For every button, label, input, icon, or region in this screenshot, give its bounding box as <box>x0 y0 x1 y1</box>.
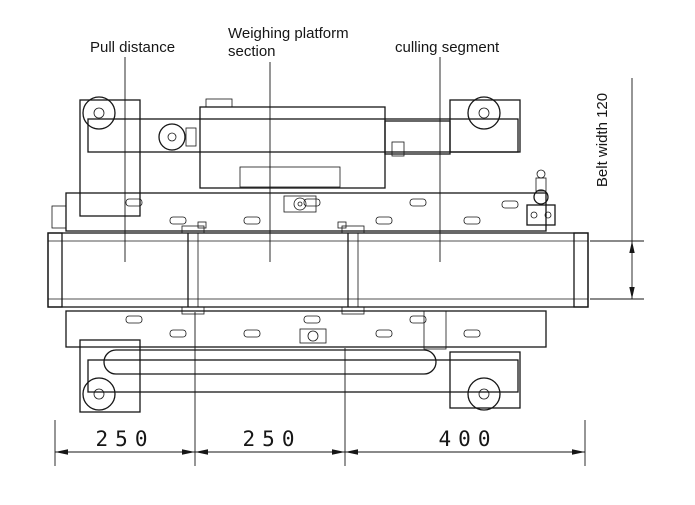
ejector-valve <box>533 189 549 205</box>
dimension-arrow <box>629 287 635 299</box>
right-top-roller-hole <box>478 107 490 119</box>
conveyor-belt <box>47 225 589 315</box>
annotations: Pull distance Weighing platform section … <box>90 25 500 262</box>
pull-distance-dimension-value: 250 <box>96 427 155 451</box>
ejector-port <box>530 211 538 219</box>
motor-flange <box>185 127 197 147</box>
bottom-dimensions: 250 250 400 <box>54 312 586 466</box>
right-housing-detail <box>391 141 405 157</box>
belt-width-label: Belt width 120 <box>594 93 611 187</box>
belt-right-cap <box>573 232 589 308</box>
top-assembly <box>79 96 521 217</box>
weighing-platform-label-line1: Weighing platform <box>228 25 349 42</box>
top-beam <box>87 118 519 153</box>
slot <box>463 216 481 225</box>
drive-motor <box>158 123 186 151</box>
load-cell-gear <box>293 197 307 211</box>
belt-width-dimension: Belt width 120 <box>590 78 644 300</box>
lower-gear <box>307 330 319 342</box>
left-bearing-plate <box>79 99 141 217</box>
frame-clip <box>197 221 207 229</box>
weighing-platform-label-line2: section <box>228 43 276 60</box>
lower-gearbox <box>299 328 327 344</box>
slot <box>243 216 261 225</box>
drive-motor-shaft <box>167 132 177 142</box>
right-bottom-roller <box>467 377 501 411</box>
bottom-beam <box>87 359 519 393</box>
left-top-roller-hole <box>93 107 105 119</box>
culling-segment-dimension-value: 400 <box>439 427 498 451</box>
load-cell-box <box>283 195 317 213</box>
dimension-arrow <box>332 449 345 455</box>
housing-window <box>239 166 341 188</box>
pull-distance-label: Pull distance <box>90 39 175 56</box>
ejector-stem <box>535 177 547 192</box>
right-bottom-roller-hole <box>478 388 490 400</box>
mid-frame-left-bracket <box>51 205 67 229</box>
slot <box>169 329 187 338</box>
slot <box>169 216 187 225</box>
lower-right-bracket <box>423 310 447 350</box>
right-bottom-plate <box>449 351 521 409</box>
bottom-assembly <box>79 339 521 413</box>
left-bottom-roller <box>82 377 116 411</box>
divider-clamp <box>181 225 205 234</box>
belt-left-cap <box>47 232 63 308</box>
slot <box>303 315 321 324</box>
slot <box>243 329 261 338</box>
dimension-arrow <box>55 449 68 455</box>
slot <box>125 198 143 207</box>
load-cell-center <box>297 201 303 207</box>
slot <box>501 200 519 209</box>
ejector-port <box>544 211 552 219</box>
slot <box>463 329 481 338</box>
weighing-platform-dimension-value: 250 <box>243 427 302 451</box>
lower-frame <box>65 310 547 350</box>
left-bottom-plate <box>79 339 141 413</box>
slot <box>409 198 427 207</box>
slot <box>409 315 427 324</box>
divider-clamp <box>341 225 365 234</box>
right-bearing-plate <box>449 99 521 153</box>
slot <box>303 198 321 207</box>
return-pipe <box>103 349 437 375</box>
dimension-arrow <box>182 449 195 455</box>
ejector-body <box>526 204 556 226</box>
dimension-arrow <box>195 449 208 455</box>
right-top-roller <box>467 96 501 130</box>
mid-frame <box>51 192 547 232</box>
dimension-arrow <box>345 449 358 455</box>
slot <box>375 216 393 225</box>
culling-segment-label: culling segment <box>395 39 500 56</box>
lower-frame-rail <box>65 310 547 348</box>
belt-outline <box>47 232 589 308</box>
ejector-knob <box>536 169 546 179</box>
dimension-arrow <box>629 241 635 253</box>
dimension-arrow <box>572 449 585 455</box>
culling-ejector <box>526 169 556 226</box>
slot <box>375 329 393 338</box>
slot <box>125 315 143 324</box>
housing-tab <box>205 98 233 108</box>
left-bottom-roller-hole <box>93 388 105 400</box>
left-top-roller <box>82 96 116 130</box>
